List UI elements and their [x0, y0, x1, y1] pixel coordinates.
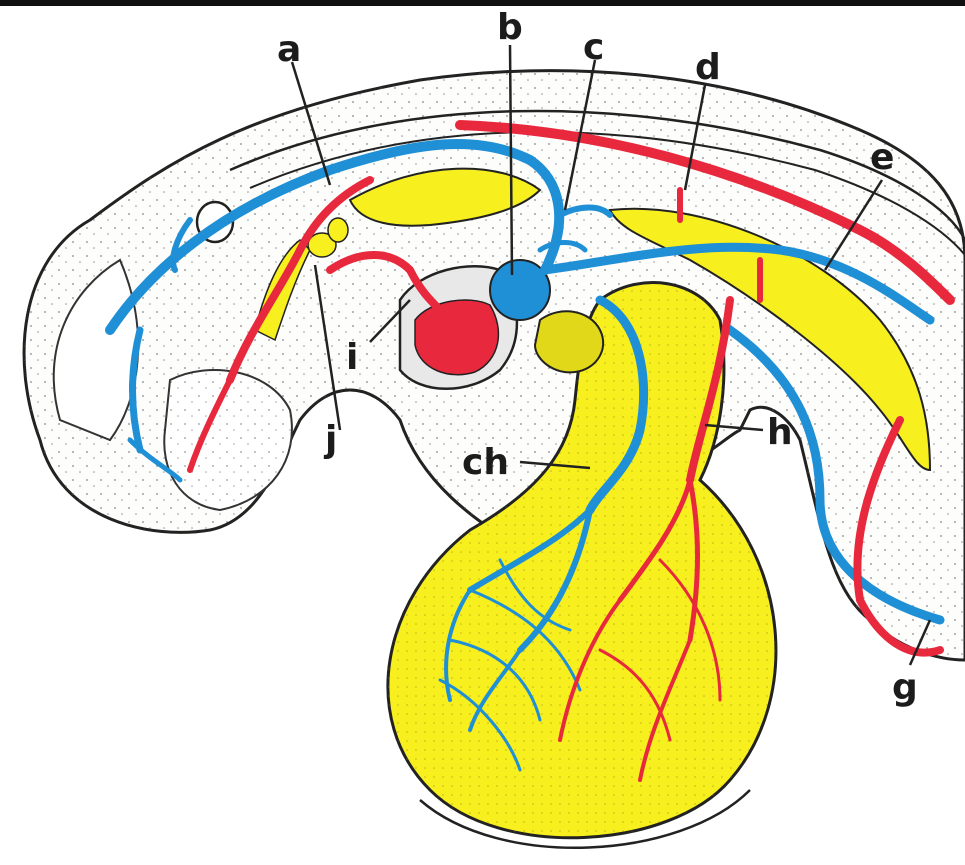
label-b: b [497, 10, 523, 46]
label-e: e [870, 140, 894, 176]
label-a: a [277, 32, 301, 68]
label-h: h [767, 415, 793, 451]
label-i: i [346, 340, 358, 376]
label-ch: ch [462, 445, 509, 481]
label-c: c [583, 30, 604, 66]
label-g: g [892, 670, 918, 706]
label-d: d [695, 50, 721, 86]
label-j: j [325, 422, 337, 458]
